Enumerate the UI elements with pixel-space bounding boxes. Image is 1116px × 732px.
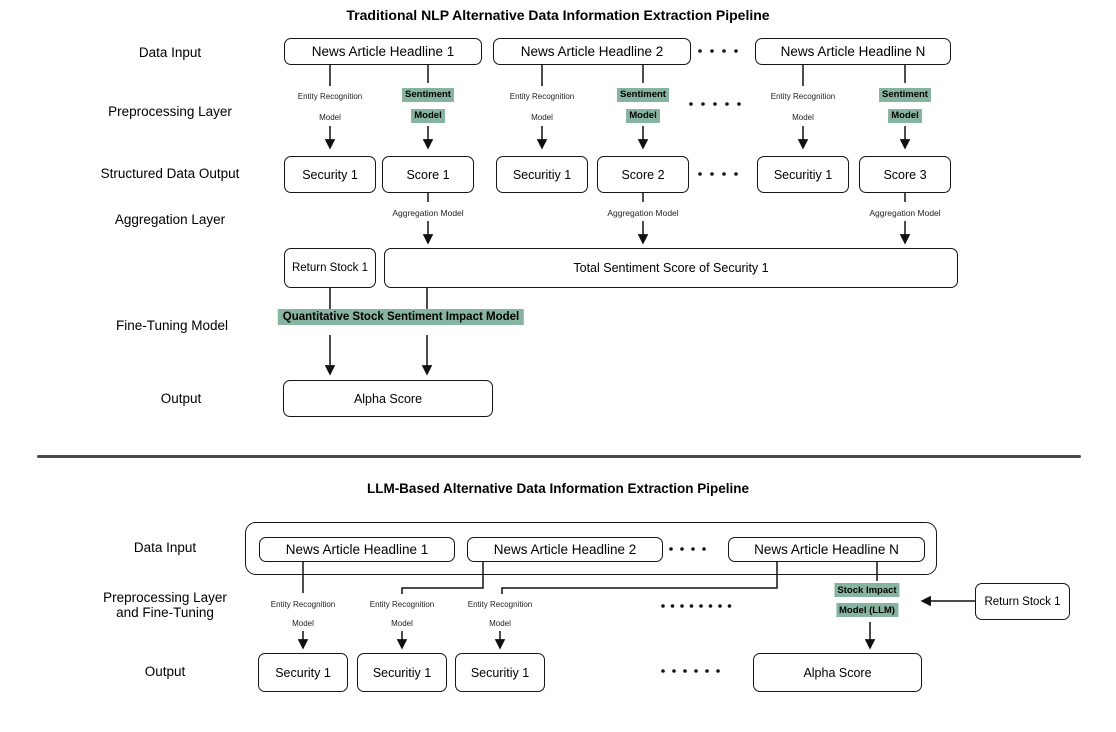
security-box-2: Securitiy 1 — [357, 653, 447, 692]
row-label-output: Output — [144, 664, 186, 679]
top-diagram-title: Traditional NLP Alternative Data Informa… — [346, 7, 770, 23]
security-box-3: Securitiy 1 — [757, 156, 849, 193]
score-box-3: Score 3 — [859, 156, 951, 193]
score-box-1: Score 1 — [382, 156, 474, 193]
fine-tuning-model-label: Quantitative Stock Sentiment Impact Mode… — [277, 309, 525, 325]
stock-impact-model-label: Stock Impact Model (LLM) — [834, 580, 900, 620]
bottom-diagram-title: LLM-Based Alternative Data Information E… — [366, 481, 750, 496]
row-label-data-input: Data Input — [133, 540, 197, 555]
total-sentiment-box: Total Sentiment Score of Security 1 — [384, 248, 958, 288]
headline-box-1: News Article Headline 1 — [284, 38, 482, 65]
security-box-1: Security 1 — [258, 653, 348, 692]
headline-box-n: News Article Headline N — [728, 537, 925, 562]
sentiment-model-label: Sentiment Model — [617, 84, 669, 126]
sentiment-model-label: Sentiment Model — [402, 84, 454, 126]
row-label-structured-output: Structured Data Output — [100, 166, 240, 181]
headline-box-n: News Article Headline N — [755, 38, 951, 65]
headline-box-2: News Article Headline 2 — [493, 38, 691, 65]
aggregation-model-label: Aggregation Model — [869, 208, 941, 218]
return-stock-box: Return Stock 1 — [975, 583, 1070, 620]
row-label-fine-tuning: Fine-Tuning Model — [115, 318, 229, 333]
return-stock-box: Return Stock 1 — [284, 248, 376, 288]
row-label-preprocessing-fine-tuning: Preprocessing Layer and Fine-Tuning — [103, 590, 227, 620]
alpha-score-box: Alpha Score — [753, 653, 922, 692]
data-input-container — [245, 522, 937, 575]
security-box-1: Security 1 — [284, 156, 376, 193]
row-label-data-input: Data Input — [138, 45, 202, 60]
headline-box-2: News Article Headline 2 — [467, 537, 663, 562]
aggregation-model-label: Aggregation Model — [607, 208, 679, 218]
row-label-output: Output — [160, 391, 202, 406]
alpha-score-box: Alpha Score — [283, 380, 493, 417]
row-label-aggregation: Aggregation Layer — [114, 212, 226, 227]
sentiment-model-label: Sentiment Model — [879, 84, 931, 126]
security-box-2: Securitiy 1 — [496, 156, 588, 193]
section-divider — [37, 455, 1081, 458]
score-box-2: Score 2 — [597, 156, 689, 193]
headline-box-1: News Article Headline 1 — [259, 537, 455, 562]
row-label-preprocessing: Preprocessing Layer — [108, 104, 232, 119]
aggregation-model-label: Aggregation Model — [392, 208, 464, 218]
security-box-3: Securitiy 1 — [455, 653, 545, 692]
